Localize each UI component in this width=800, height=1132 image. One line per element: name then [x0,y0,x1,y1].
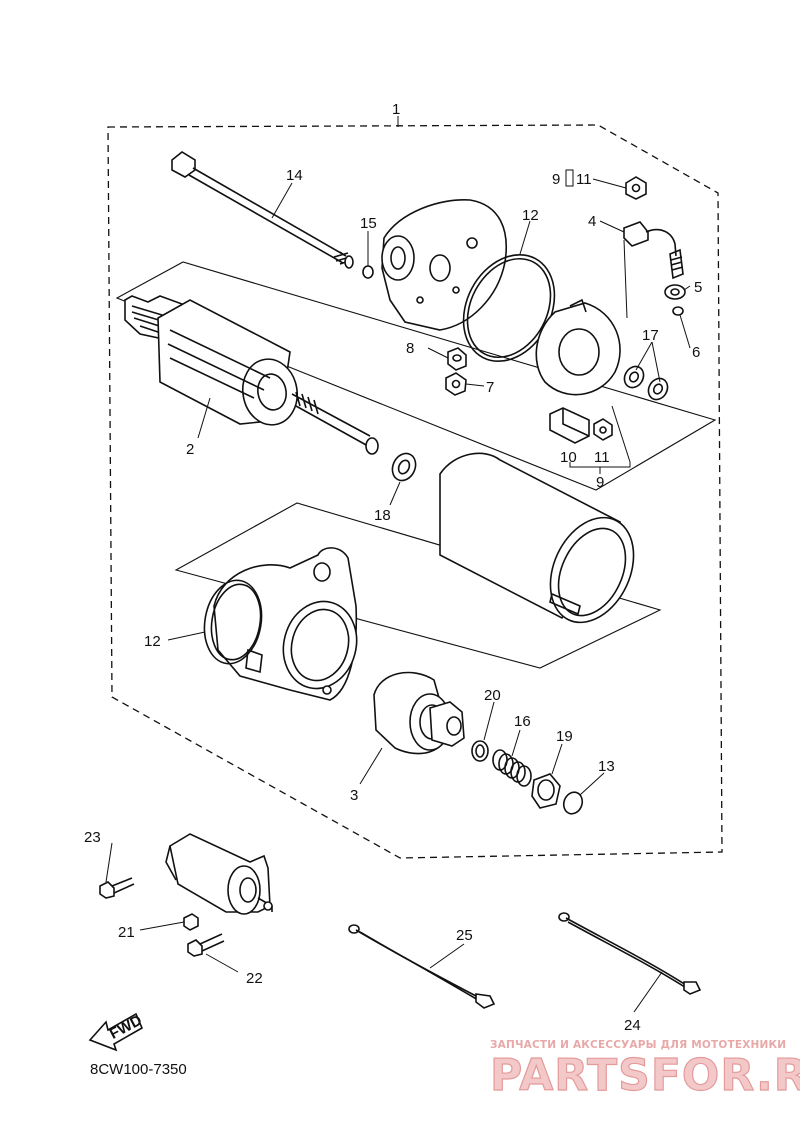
nut-part-7 [445,372,467,396]
callout-9-11-separator [565,169,574,187]
washer-part-5 [664,284,686,300]
callout-1: 1 [392,101,400,118]
o-ring-part-6 [672,306,684,316]
callout-2: 2 [186,441,194,458]
watermark-brand: PARTSFOR.RU [490,1050,800,1101]
callout-21: 21 [118,924,135,941]
nut-part-11-top [625,176,647,200]
callout-15: 15 [360,215,377,232]
callout-8: 8 [406,340,414,357]
washer-part-18 [391,452,417,482]
callout-11-top: 11 [576,171,592,188]
callout-9-top: 9 [552,171,560,188]
callout-12-top: 12 [522,207,539,224]
callout-18: 18 [374,507,391,524]
fwd-label: FWD [107,1012,145,1043]
callout-14: 14 [286,167,303,184]
circlip-part-13 [562,791,584,815]
starter-assembly-small [165,833,273,915]
diagram-code: 8CW100-7350 [90,1061,187,1078]
callout-25: 25 [456,927,473,944]
front-cover [213,547,358,701]
watermark-logo: ЗАПЧАСТИ И АКСЕССУАРЫ ДЛЯ МОТОТЕХНИКИ PA… [489,1039,800,1102]
o-ring-part-12-bottom [203,579,263,665]
callout-3: 3 [350,787,358,804]
circlip-part-20-inner [475,744,485,758]
callout-5: 5 [694,279,702,296]
callout-13: 13 [598,758,615,775]
pinion-clutch-part-3 [373,671,465,755]
spring-part-16 [492,749,532,787]
o-ring-part-15 [362,265,374,279]
callout-9-bracket: 9 [596,474,604,491]
callout-24: 24 [624,1017,641,1034]
o-ring-part-12-top-inner [466,257,552,359]
long-bolt-part-14 [171,151,354,269]
brush-holder-part-10 [549,407,590,444]
bolt-part-23 [99,877,135,899]
callout-17: 17 [642,327,659,344]
collar-part-19 [531,773,561,809]
callout-6: 6 [692,344,700,361]
callout-22: 22 [246,970,263,987]
brush-part-4 [623,221,684,280]
outline-box-armature [115,261,717,491]
yoke-housing [439,452,635,624]
callout-20: 20 [484,687,501,704]
outline-box-yoke [174,502,662,669]
callout-7: 7 [486,379,494,396]
assembly-boundary-dashed [107,124,723,859]
nut-part-11-bottom [593,418,613,441]
leader-lines [105,116,691,1013]
cable-part-24 [558,912,702,995]
nut-part-8 [447,347,467,371]
callout-4: 4 [588,213,596,230]
callout-labels: 1 2 3 4 5 6 7 8 9 9 10 11 11 12 12 13 14… [84,101,702,1034]
nut-part-21 [183,913,199,931]
callout-19: 19 [556,728,573,745]
callout-23: 23 [84,829,101,846]
callout-16: 16 [514,713,531,730]
cable-part-25 [348,924,496,1009]
rear-cover [381,199,507,331]
callout-12-bottom: 12 [144,633,161,650]
washer-part-17 [623,365,669,401]
callout-10: 10 [560,449,577,466]
callout-11-bottom: 11 [594,449,610,466]
fwd-arrow-icon: FWD [88,1012,145,1052]
circlip-part-20 [471,740,489,762]
bolt-part-22 [187,933,225,957]
brush-plate [535,298,621,396]
armature-part-2 [124,295,379,455]
watermark-tagline: ЗАПЧАСТИ И АКСЕССУАРЫ ДЛЯ МОТОТЕХНИКИ [490,1039,786,1051]
